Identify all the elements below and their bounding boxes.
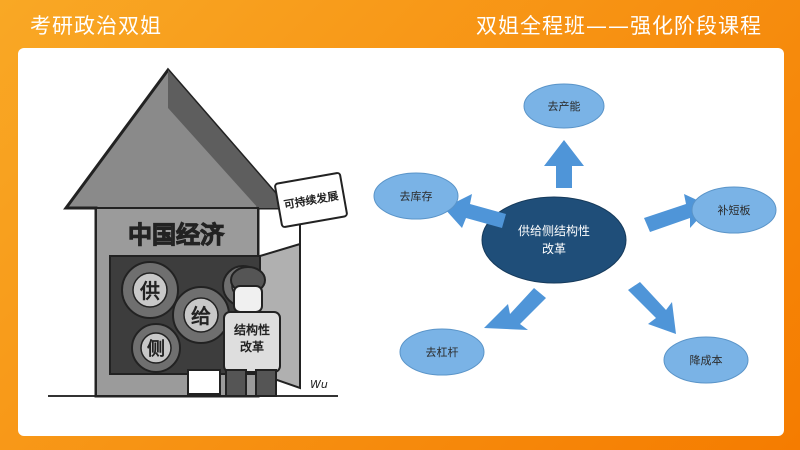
node-top-label: 去产能 bbox=[548, 99, 581, 113]
arrow-down-right bbox=[628, 282, 676, 334]
node-right-label: 补短板 bbox=[718, 203, 751, 217]
roof-shadow bbox=[168, 70, 288, 208]
gear-char-2: 给 bbox=[191, 304, 211, 328]
worker-vest-line1: 结构性 bbox=[234, 322, 270, 337]
node-left-label: 去库存 bbox=[400, 189, 433, 203]
supply-side-reform-diagram: 供给侧结构性 改革 去产能 去库存 补短板 去杠杆 降成本 bbox=[373, 83, 777, 384]
arrow-down-left bbox=[484, 288, 546, 330]
worker-figure: 结构性 改革 bbox=[223, 266, 281, 397]
gear-icon bbox=[131, 323, 181, 373]
worker-vest-line2: 改革 bbox=[240, 339, 264, 354]
center-node-line1: 供给侧结构性 bbox=[518, 223, 590, 238]
node-top bbox=[523, 83, 605, 129]
course-stage-title: 双姐全程班——强化阶段课程 bbox=[476, 14, 762, 38]
arrow-left bbox=[444, 194, 506, 228]
gear-icon bbox=[172, 286, 230, 344]
center-node-line2: 改革 bbox=[542, 242, 566, 256]
node-bottom-left bbox=[399, 328, 485, 376]
node-bottom-right bbox=[663, 336, 749, 384]
artist-signature: Wu bbox=[310, 378, 328, 391]
slide-content-card: 中国经济 供 给 侧 可持续发展 bbox=[18, 48, 784, 436]
sustainable-development-sign: 可持续发展 bbox=[274, 172, 348, 246]
economy-house-cartoon: 中国经济 供 给 侧 可持续发展 bbox=[48, 67, 348, 398]
toolbox bbox=[187, 369, 221, 395]
node-bottom-left-label: 去杠杆 bbox=[426, 345, 459, 359]
gear-icon bbox=[121, 261, 179, 319]
gear-char-1: 供 bbox=[139, 279, 160, 303]
gear-char-3: 侧 bbox=[147, 339, 165, 360]
house-label: 中国经济 bbox=[128, 221, 225, 249]
node-right bbox=[691, 186, 777, 234]
node-left bbox=[373, 172, 459, 220]
center-node bbox=[481, 196, 627, 284]
course-brand-title: 考研政治双姐 bbox=[30, 14, 162, 38]
arrow-up bbox=[544, 140, 584, 188]
node-bottom-right-label: 降成本 bbox=[690, 353, 723, 367]
